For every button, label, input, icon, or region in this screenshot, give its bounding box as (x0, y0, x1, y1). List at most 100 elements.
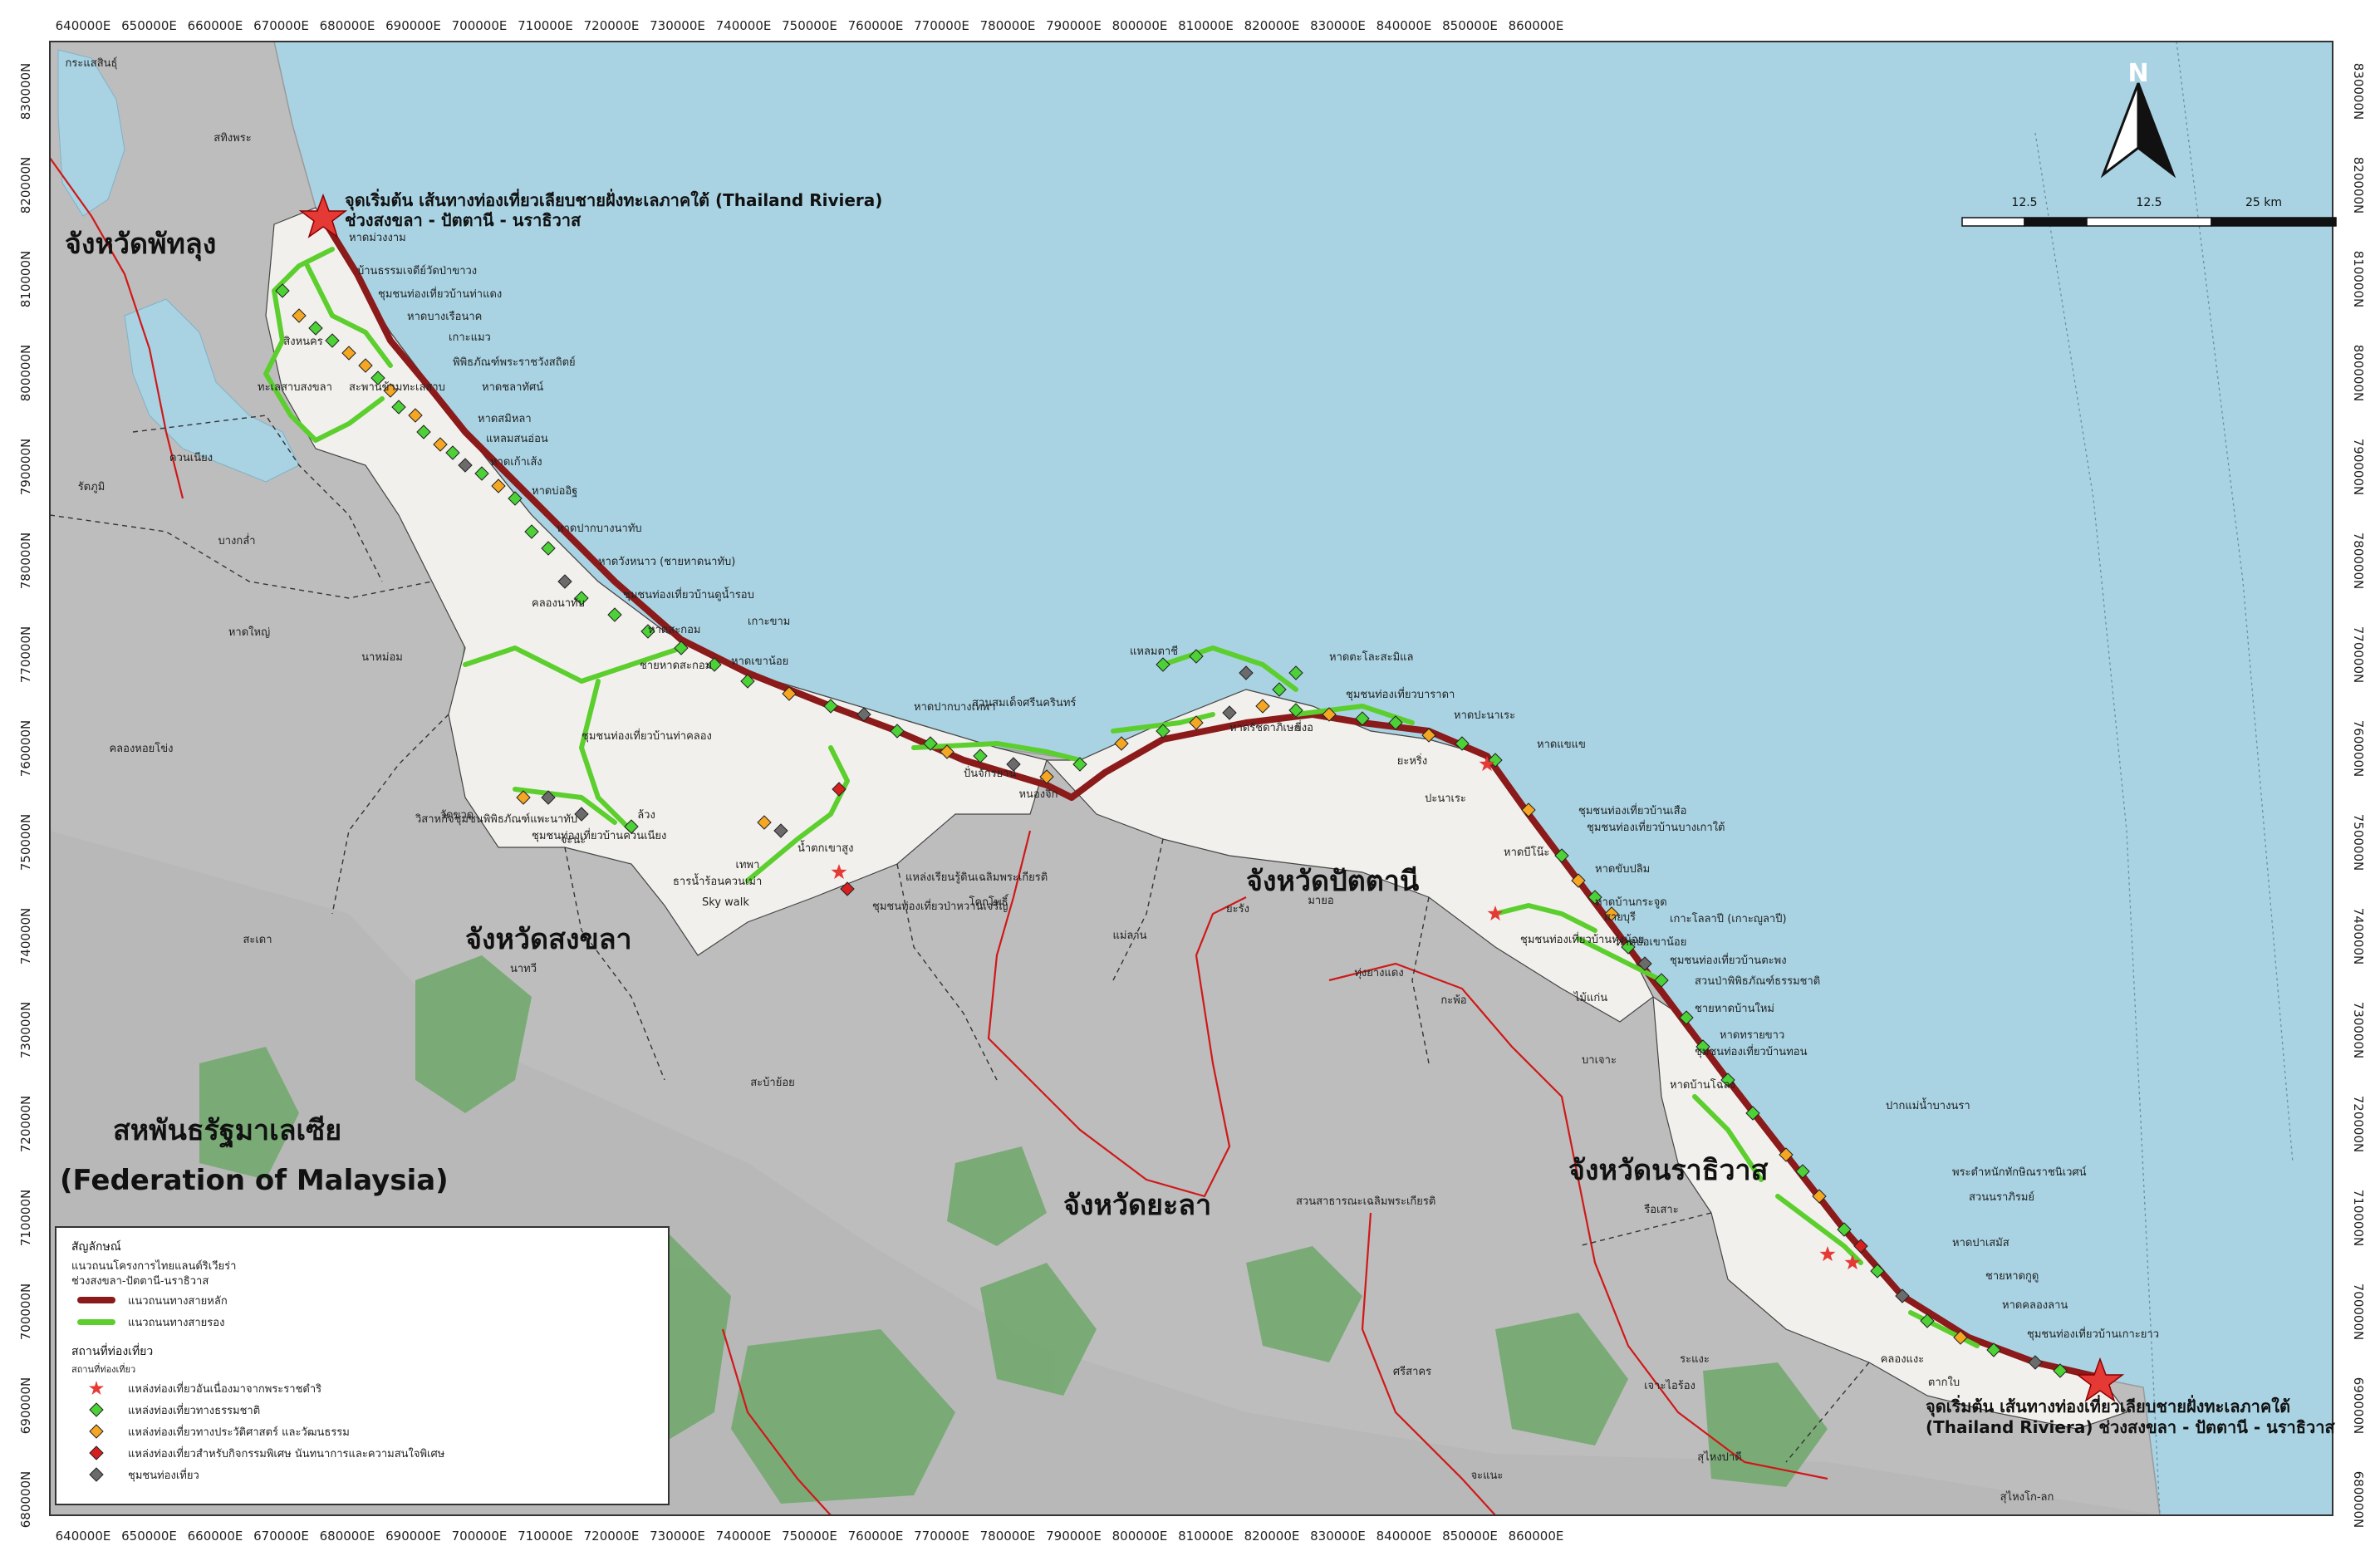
poi-marker (1006, 757, 1021, 772)
district-label: ทุ่งยางแดง (1354, 967, 1403, 979)
legend-box: สัญลักษณ์ แนวถนนโครงการไทยแลนด์ริเวียร่า… (55, 1226, 670, 1505)
poi-marker (1870, 1264, 1885, 1279)
grid-x-label-bottom: 750000E (782, 1529, 837, 1544)
grid-y-label-left: 810000N (18, 251, 33, 307)
grid-y-label-right: 690000N (2351, 1377, 2366, 1434)
poi-label: หาดคลองลาน (2002, 1299, 2068, 1312)
poi-label: ชุมชนท่องเที่ยวบ้านดูน้ำรอบ (623, 587, 754, 601)
grid-x-label-top: 700000E (452, 18, 508, 33)
grid-x-label-bottom: 740000E (716, 1529, 772, 1544)
poi-marker (707, 657, 722, 672)
legend-secondary-route-label: แนวถนนทางสายรอง (128, 1316, 225, 1329)
district-label: หนองจิก (1018, 788, 1058, 801)
district-borders (49, 415, 1870, 1463)
poi-marker-royal (1487, 906, 1504, 921)
poi-label: สวนป่าพิพิธภัณฑ์ธรรมชาติ (1695, 974, 1820, 988)
poi-marker (1621, 940, 1636, 955)
grid-x-label-bottom: 640000E (56, 1529, 111, 1544)
district-label: ศรีสาคร (1393, 1365, 1431, 1378)
grid-x-label-bottom: 810000E (1178, 1529, 1234, 1544)
poi-marker (433, 437, 448, 452)
poi-marker (1779, 1147, 1794, 1162)
grid-y-label-right: 770000N (2351, 626, 2366, 683)
poi-marker (383, 383, 398, 398)
poi-label: หาดชลาทัศน์ (482, 380, 543, 394)
district-label: มายอ (1308, 895, 1333, 907)
poi-marker (1272, 682, 1287, 697)
poi-marker (923, 736, 938, 751)
grid-y-label-right: 700000N (2351, 1284, 2366, 1340)
legend-item-label: ชุมชนท่องเที่ยว (128, 1469, 199, 1482)
grid-x-label-top: 690000E (385, 18, 441, 33)
poi-label: พระตำหนักทักษิณราชนิเวศน์ (1952, 1166, 2087, 1179)
map-neatline (49, 41, 2333, 1516)
grid-y-label-right: 710000N (2351, 1190, 2366, 1246)
poi-marker (1189, 649, 1204, 664)
end-title-line1: จุดเริ่มต้น เส้นทางท่องเที่ยวเลียบชายฝั่… (1926, 1394, 2290, 1417)
grid-labels-right: 830000N820000N810000N800000N790000N78000… (2351, 63, 2366, 1528)
district-label: โคกโพธิ์ (969, 894, 1009, 909)
diamond-icon (71, 1423, 121, 1440)
poi-label: ชุมชนท่องเที่ยวบ้านทุ่งน้อย (1520, 932, 1644, 946)
grid-y-label-right: 810000N (2351, 251, 2366, 307)
grid-x-label-top: 680000E (320, 18, 375, 33)
grid-y-label-right: 820000N (2351, 157, 2366, 214)
grid-x-label-top: 850000E (1442, 18, 1498, 33)
study-area-songkhla (265, 207, 1048, 956)
legend-item: แหล่งท่องเที่ยวสำหรับกิจกรรมพิเศษ นันทนา… (71, 1442, 653, 1464)
poi-label: หาดสมิหลา (478, 413, 532, 425)
poi-marker (1837, 1222, 1852, 1237)
grid-x-label-bottom: 820000E (1244, 1529, 1300, 1544)
poi-label: ชุมชนท่องเที่ยวบ้านท่าคลอง (582, 729, 712, 743)
grid-x-label-bottom: 850000E (1442, 1529, 1498, 1544)
poi-marker (524, 524, 539, 539)
grid-y-label-left: 690000N (18, 1377, 33, 1434)
poi-marker (823, 699, 838, 714)
legend-item-label: แหล่งท่องเที่ยวทางธรรมชาติ (128, 1404, 261, 1417)
district-label: กะพ้อ (1440, 994, 1466, 1007)
poi-marker-royal (1479, 756, 1495, 772)
legend-places-sub: สถานที่ท่องเที่ยว (71, 1364, 136, 1375)
grid-y-label-left: 820000N (18, 157, 33, 214)
poi-marker (1388, 715, 1403, 730)
poi-marker (1156, 724, 1170, 739)
diamond-icon (71, 1401, 121, 1418)
grid-y-label-left: 740000N (18, 908, 33, 964)
poi-marker (890, 724, 905, 739)
grid-x-label-top: 860000E (1509, 18, 1564, 33)
province-label-yala: จังหวัดยะลา (1063, 1189, 1211, 1222)
poi-marker (773, 823, 788, 838)
district-label: กระแสสินธุ์ (66, 56, 118, 70)
poi-label: เกาะขาม (748, 616, 790, 628)
poi-label: หาดเก้าเส้ง (490, 456, 542, 469)
start-title-line1: จุดเริ่มต้น เส้นทางท่องเที่ยวเลียบชายฝั่… (345, 188, 882, 211)
poi-marker (541, 541, 556, 556)
diamond-icon (71, 1466, 121, 1483)
poi-marker (674, 641, 689, 655)
poi-label: เกาะแมว (449, 331, 491, 344)
north-arrow-label: N (2127, 59, 2148, 88)
poi-marker (445, 445, 460, 460)
poi-marker (832, 782, 846, 797)
scale-bar: 12.5 12.5 25 km (1961, 196, 2337, 227)
district-label: จะนะ (561, 834, 586, 847)
scale-label-2: 12.5 (2136, 196, 2162, 209)
poi-marker (1355, 711, 1370, 726)
poi-label: สะพานข้ามทะเลสาบ (349, 381, 445, 394)
poi-label: สวนสาธารณะเฉลิมพระเกียรติ (1296, 1195, 1435, 1208)
grid-x-label-bottom: 790000E (1046, 1529, 1102, 1544)
poi-marker (1745, 1106, 1760, 1121)
poi-label: สวนนราภิรมย์ (1969, 1190, 2034, 1204)
poi-marker (341, 346, 356, 361)
poi-marker (607, 607, 622, 622)
grid-y-label-right: 790000N (2351, 439, 2366, 495)
district-label: รือเสาะ (1643, 1203, 1678, 1216)
grid-x-label-bottom: 780000E (980, 1529, 1036, 1544)
poi-label: หาดม่วงงาม (349, 232, 406, 244)
poi-marker (1604, 906, 1619, 921)
district-label: ระแงะ (1680, 1353, 1710, 1366)
legend-item: แหล่งท่องเที่ยวทางธรรมชาติ (71, 1399, 653, 1421)
secondary-route-swatch (71, 1318, 121, 1325)
grid-x-label-bottom: 760000E (848, 1529, 904, 1544)
poi-marker (1072, 757, 1087, 772)
